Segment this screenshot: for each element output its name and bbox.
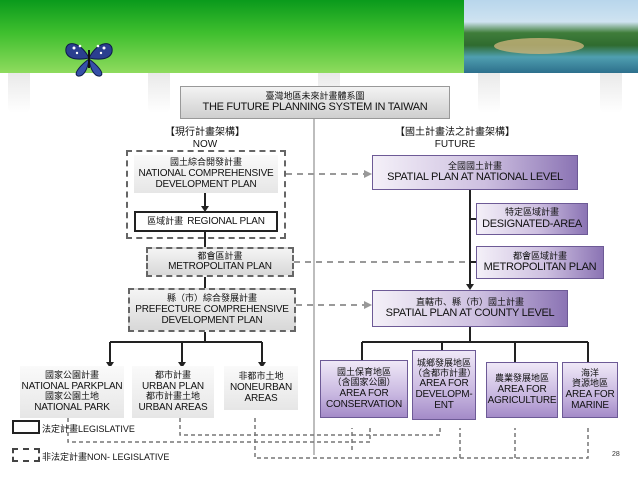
urban-plan: 都市計畫 URBAN PLAN 都市計畫土地 URBAN AREAS bbox=[132, 366, 214, 418]
future-header: 【國土計畫法之計畫架構】 FUTURE bbox=[395, 127, 515, 150]
legend-legal-swatch bbox=[12, 420, 40, 434]
metropolitan-plan-now: 都會區計畫 METROPOLITAN PLAN bbox=[146, 247, 294, 277]
legend-nonlegal-swatch bbox=[12, 448, 40, 462]
decor-pillar bbox=[148, 73, 170, 113]
non-urban-areas: 非都市土地 NONEURBAN AREAS bbox=[224, 366, 298, 410]
spatial-plan-county: 直轄市、縣（市）國土計畫 SPATIAL PLAN AT COUNTY LEVE… bbox=[372, 290, 568, 327]
butterfly-icon bbox=[65, 43, 113, 77]
national-park-plan: 國家公園計畫 NATIONAL PARKPLAN 國家公園土地 NATIONAL… bbox=[20, 366, 124, 418]
now-header: 【現行計畫架構】 NOW bbox=[165, 127, 245, 150]
prefecture-comprehensive-plan: 縣（市）綜合發展計畫 PREFECTURE COMPREHENSIVE DEVE… bbox=[128, 288, 296, 332]
page-number: 28 bbox=[612, 451, 620, 458]
decor-pillar bbox=[478, 73, 500, 113]
legend-nonlegal-label: 非法定計畫NON- LEGISLATIVE bbox=[42, 452, 170, 462]
now-national-outline bbox=[126, 150, 286, 239]
regional-plan: 區域計畫 REGIONAL PLAN bbox=[134, 211, 278, 232]
national-comprehensive-plan: 國土綜合開發計畫 NATIONAL COMPREHENSIVE DEVELOPM… bbox=[134, 155, 278, 193]
legend-legal-label: 法定計畫LEGISLATIVE bbox=[42, 424, 135, 434]
designated-area-plan: 特定區域計畫 DESIGNATED-AREA bbox=[476, 203, 588, 235]
decor-pillar bbox=[600, 73, 622, 113]
title-en: THE FUTURE PLANNING SYSTEM IN TAIWAN bbox=[202, 101, 428, 114]
landscape-photo bbox=[464, 0, 638, 73]
decor-pillar bbox=[8, 73, 30, 113]
title-zh: 臺灣地區未來計畫體系圖 bbox=[265, 90, 365, 101]
diagram-title: 臺灣地區未來計畫體系圖 THE FUTURE PLANNING SYSTEM I… bbox=[180, 86, 450, 119]
marine-area: 海洋 資源地區 AREA FOR MARINE bbox=[562, 362, 618, 418]
agriculture-area: 農業發展地區 AREA FOR AGRICULTURE bbox=[486, 362, 558, 418]
conservation-area: 國土保育地區 （含國家公園） AREA FOR CONSERVATION bbox=[320, 360, 408, 418]
development-area: 城鄉發展地區 （含都市計畫） AREA FOR DEVELOPM- ENT bbox=[412, 350, 476, 420]
spatial-plan-national: 全國國土計畫 SPATIAL PLAN AT NATIONAL LEVEL bbox=[372, 155, 578, 190]
metropolitan-plan-future: 都會區域計畫 METROPOLITAN PLAN bbox=[476, 246, 604, 279]
